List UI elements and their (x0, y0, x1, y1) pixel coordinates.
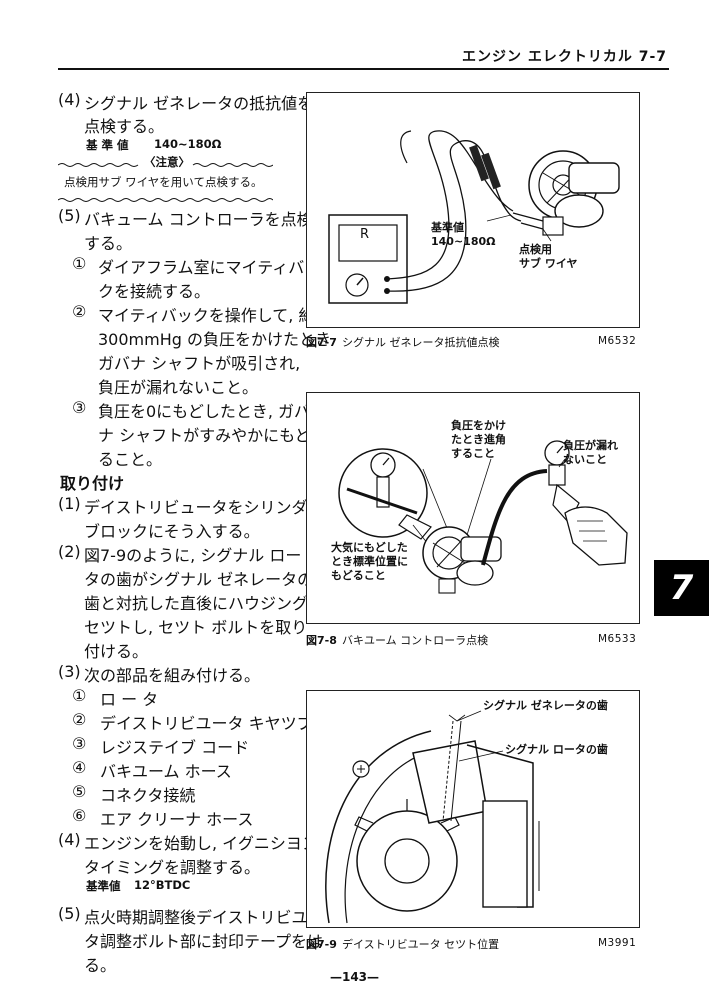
step-text: 付ける。 (84, 642, 149, 661)
figure-number: 図7-9 (306, 938, 337, 951)
resistance-check-illustration (328, 130, 620, 304)
figure-7-9: シグナル ゼネレータの歯 シグナル ロータの歯 (306, 690, 640, 928)
callout-line: 基準値 (431, 221, 464, 234)
callout-line: もどること (331, 569, 386, 582)
step-text: デイストリビュータをシリンダ (84, 498, 308, 517)
note-label: 〈注意〉 (144, 155, 190, 169)
step-number: (2) (58, 542, 81, 561)
callout-line: 負圧が漏れ (563, 439, 618, 452)
distributor-set-position-illustration (325, 710, 540, 924)
note-top-wave (58, 163, 273, 167)
chapter-tab: 7 (654, 560, 709, 616)
standard-value: 140~180Ω (154, 137, 222, 151)
callout-line: すること (451, 447, 495, 460)
part-label: ロ ー タ (100, 690, 159, 709)
step-text: セツトし, セツト ボルトを取り (84, 618, 308, 637)
sub-wire-callout: 点検用 サブ ワイヤ (519, 243, 578, 271)
sub-step-text: ナ シャフトがすみやかにもど (98, 426, 311, 445)
rotor-tooth-label: シグナル ロータの歯 (505, 743, 608, 756)
page-header: エンジン エレクトリカル 7-7 (0, 0, 709, 70)
header-rule (58, 68, 669, 70)
sub-step-text: ガバナ シャフトが吸引され, (98, 354, 301, 373)
part-number: ⑥ (72, 806, 87, 825)
figure-caption: シグナル ゼネレータ抵抗値点検 (342, 336, 500, 349)
standard-callout: 基準値 140~180Ω (431, 221, 496, 249)
step-text: バキューム コントローラを点検 (84, 210, 313, 229)
step-text: する。 (84, 234, 133, 253)
step-text: ブロックにそう入する。 (84, 522, 260, 541)
step-text: 点検する。 (84, 117, 165, 136)
callout-line: 大気にもどした (331, 541, 408, 554)
callout-line: 140~180Ω (431, 235, 496, 248)
sub-step-text: 負圧が漏れないこと。 (98, 378, 259, 397)
figure-code: M3991 (598, 937, 637, 949)
advance-callout: 負圧をかけ たとき進角 すること (451, 419, 506, 461)
step-text: 図7-9のように, シグナル ロー (84, 546, 302, 565)
return-callout: 大気にもどした とき標準位置に もどること (331, 541, 408, 583)
generator-tooth-label: シグナル ゼネレータの歯 (483, 699, 608, 712)
note-text: 点検用サブ ワイヤを用いて点検する。 (64, 175, 263, 189)
note-bottom-wave (58, 198, 273, 202)
step-text: 点火時期調整後デイストリビユー (84, 908, 324, 927)
step-text: タ調整ボルト部に封印テープをは (84, 932, 324, 951)
step-text: シグナル ゼネレータの抵抗値を (84, 94, 314, 113)
part-label: レジステイブ コード (100, 738, 250, 757)
standard-label: 基準値 (86, 879, 121, 893)
header-title: エンジン エレクトリカル 7-7 (461, 49, 667, 65)
callout-line: 負圧をかけ (451, 419, 506, 432)
sub-step-number: ② (72, 302, 87, 321)
sub-step-number: ① (72, 254, 87, 273)
step-text: る。 (84, 956, 117, 975)
no-leak-callout: 負圧が漏れ ないこと (563, 439, 618, 467)
callout-line: サブ ワイヤ (519, 257, 578, 270)
figure-caption: バキユーム コントローラ点検 (342, 634, 489, 647)
figure-caption: デイストリビユータ セツト位置 (342, 938, 500, 951)
callout-line: ないこと (563, 453, 607, 466)
standard-value: 12°BTDC (134, 878, 191, 892)
step-text: タの歯がシグナル ゼネレータの (84, 570, 314, 589)
part-number: ④ (72, 758, 87, 777)
part-label: デイストリビユータ キヤツプ (100, 714, 313, 733)
section-heading: 取り付け (60, 474, 125, 493)
callout-line: たとき進角 (451, 433, 506, 446)
step-number: (5) (58, 206, 81, 225)
step-text: エンジンを始動し, イグニシヨン (84, 834, 318, 853)
part-number: ⑤ (72, 782, 87, 801)
step-text: タイミングを調整する。 (84, 858, 261, 877)
part-label: コネクタ接続 (100, 786, 196, 805)
part-number: ② (72, 710, 87, 729)
sub-step-text: ダイアフラム室にマイティバッ (98, 258, 321, 277)
step-text: 次の部品を組み付ける。 (84, 666, 261, 685)
figure-number: 図7-7 (306, 336, 337, 349)
callout-line: とき標準位置に (331, 555, 408, 568)
figure-7-7: R 基準値 140~180Ω 点検用 サブ ワイヤ (306, 92, 640, 328)
part-number: ③ (72, 734, 87, 753)
sub-step-text: ること。 (98, 450, 163, 469)
step-number: (5) (58, 904, 81, 923)
part-number: ① (72, 686, 87, 705)
sub-step-text: 300mmHg の負圧をかけたとき (98, 330, 331, 349)
sub-step-text: マイティバックを操作して, 約 (98, 306, 315, 325)
part-label: バキユーム ホース (100, 762, 232, 781)
figure-7-8: 負圧をかけ たとき進角 すること 負圧が漏れ ないこと 大気にもどした とき標準… (306, 392, 640, 624)
page-number: —143— (329, 970, 380, 984)
part-label: エア クリーナ ホース (100, 810, 254, 829)
meter-letter: R (360, 227, 370, 242)
figure-code: M6532 (598, 335, 637, 347)
step-number: (1) (58, 494, 81, 513)
vacuum-check-illustration (338, 440, 628, 594)
sub-step-number: ③ (72, 398, 87, 417)
step-number: (3) (58, 662, 81, 681)
standard-label: 基 準 値 (86, 138, 129, 152)
step-text: 歯と対抗した直後にハウジングを (84, 594, 325, 613)
callout-line: 点検用 (519, 243, 552, 256)
sub-step-text: 負圧を0にもどしたとき, ガバ (98, 402, 311, 421)
step-number: (4) (58, 830, 81, 849)
figure-code: M6533 (598, 633, 637, 645)
figure-number: 図7-8 (306, 634, 337, 647)
sub-step-text: クを接続する。 (98, 282, 211, 301)
step-number: (4) (58, 90, 81, 109)
